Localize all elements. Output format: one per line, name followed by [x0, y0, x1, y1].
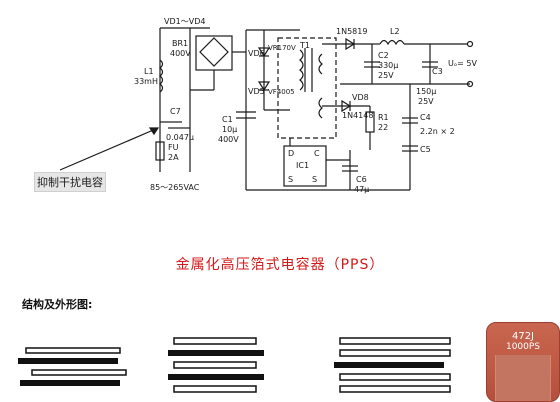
label-r1-value: 22 [378, 123, 388, 132]
label-c4-value: 2.2n × 2 [420, 127, 455, 136]
label-c3: C3 [432, 67, 443, 76]
label-c2-voltage: 25V [378, 71, 394, 80]
label-pin-s1: S [288, 175, 293, 184]
structure-figure-2 [168, 337, 264, 393]
label-c150: 150μ [416, 87, 436, 96]
label-c7-value: 0.047μ [166, 133, 194, 142]
label-vd5: VD5 [248, 87, 265, 96]
label-vd-bridge: VD1～VD4 [164, 17, 205, 26]
label-c7: C7 [170, 107, 181, 116]
label-c2-capacitance: 330μ [378, 61, 398, 70]
section-title: 金属化高压箔式电容器（PPS） [175, 257, 385, 273]
label-fu-value: 2A [168, 153, 179, 162]
label-br1: BR1 [172, 39, 188, 48]
capacitor-spec: 1000PS [505, 342, 541, 352]
label-c1: C1 [222, 115, 233, 124]
capacitor-body [495, 355, 551, 401]
label-l1: L1 [144, 67, 154, 76]
label-br1-voltage: 400V [170, 49, 191, 58]
label-c1-voltage: 400V [218, 135, 239, 144]
label-pin-c: C [314, 149, 320, 158]
structure-figure-1 [18, 347, 127, 386]
label-c5: C5 [420, 145, 431, 154]
label-ac-input: 85～265VAC [150, 183, 200, 192]
circuit-schematic: VD1～VD4 BR1 400V L1 33mH C7 0.047μ FU 2A… [59, 17, 478, 194]
capacitor-photo: 472J 1000PS [486, 322, 560, 402]
label-vr170v: VR170V [268, 44, 296, 52]
label-output-voltage: Uₒ= 5V [448, 59, 478, 68]
label-fu: FU [168, 143, 179, 152]
label-l1-value: 33mH [134, 77, 158, 86]
label-1n5819: 1N5819 [336, 27, 367, 36]
label-c4: C4 [420, 113, 431, 122]
label-c150-voltage: 25V [418, 97, 434, 106]
label-vd8: VD8 [352, 93, 369, 102]
label-l2: L2 [390, 27, 400, 36]
label-r1: R1 [378, 113, 389, 122]
label-1n4148: 1N4148 [342, 111, 373, 120]
label-pin-s2: S [312, 175, 317, 184]
label-c1-capacitance: 10μ [222, 125, 237, 134]
interference-capacitor-annotation: 抑制干扰电容 [34, 172, 106, 192]
label-c6: C6 [356, 175, 367, 184]
label-vd6: VD6 [248, 49, 265, 58]
label-c6-value: 47μ [354, 185, 369, 194]
label-ic1: IC1 [296, 161, 309, 170]
label-pin-d: D [288, 149, 294, 158]
structure-figure-3 [334, 337, 451, 393]
label-c2: C2 [378, 51, 389, 60]
label-t1: T1 [299, 41, 310, 50]
capacitor-code: 472J [511, 331, 535, 342]
structure-heading: 结构及外形图: [22, 298, 93, 311]
label-bf4005: VF4005 [268, 88, 295, 96]
